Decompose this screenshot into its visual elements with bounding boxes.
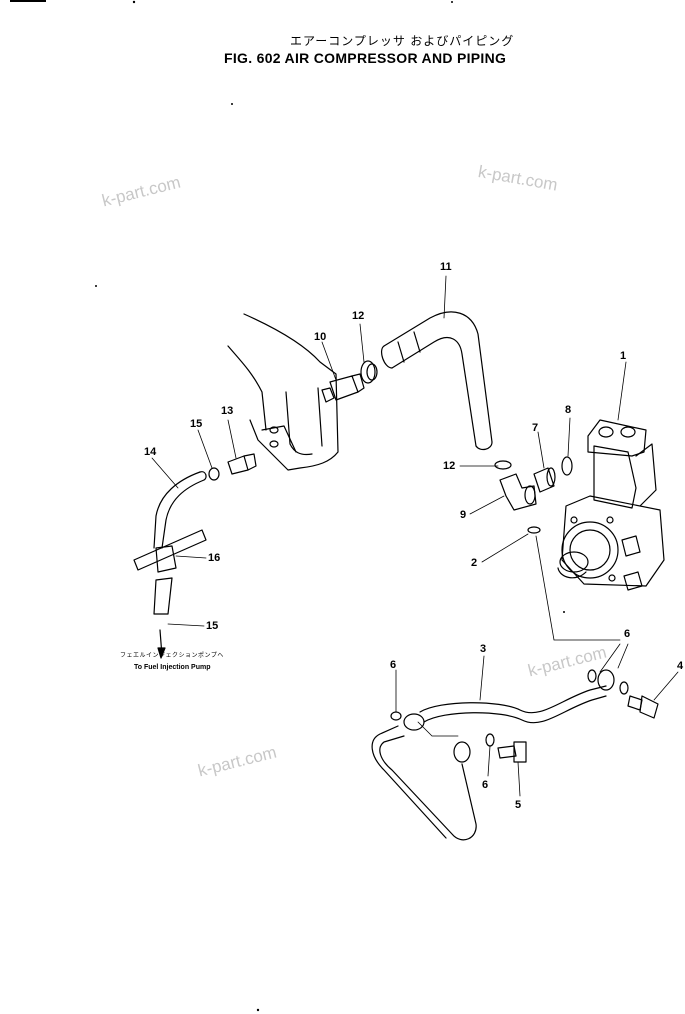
callout-15: 15 bbox=[206, 620, 219, 632]
scan-specks bbox=[95, 0, 565, 1012]
washer-6-right-a bbox=[587, 669, 597, 683]
clamp-12-upper bbox=[360, 360, 378, 384]
callout-12: 12 bbox=[352, 310, 365, 322]
bolt-5 bbox=[497, 741, 527, 763]
tube-14 bbox=[153, 471, 207, 549]
destination-label: To Fuel Injection Pump bbox=[134, 664, 211, 671]
callout-15: 15 bbox=[190, 418, 203, 430]
figure-title: FIG. 602 AIR COMPRESSOR AND PIPING bbox=[224, 50, 507, 66]
elbow-9 bbox=[499, 473, 537, 511]
callout-8: 8 bbox=[565, 404, 572, 416]
callout-1: 1 bbox=[620, 350, 627, 362]
connector-13 bbox=[227, 453, 257, 475]
callout-9: 9 bbox=[460, 509, 467, 521]
callout-6: 6 bbox=[482, 779, 489, 791]
callout-16: 16 bbox=[208, 552, 221, 564]
arrow-head bbox=[157, 647, 166, 659]
washer-6-left bbox=[390, 711, 402, 721]
clamp-12-lower bbox=[494, 460, 512, 470]
callout-12: 12 bbox=[443, 460, 456, 472]
callout-6: 6 bbox=[624, 628, 631, 640]
page-corner-mark bbox=[10, 0, 46, 2]
bolt-4 bbox=[627, 695, 659, 719]
callout-5: 5 bbox=[515, 799, 522, 811]
callout-13: 13 bbox=[221, 405, 234, 417]
callout-10: 10 bbox=[314, 331, 327, 343]
washer-8 bbox=[561, 456, 573, 476]
callout-3: 3 bbox=[480, 643, 487, 655]
callout-7: 7 bbox=[532, 422, 539, 434]
clamp-15-upper bbox=[208, 467, 220, 481]
callout-6: 6 bbox=[390, 659, 397, 671]
callout-4: 4 bbox=[677, 660, 684, 672]
figure-title-japanese: エアーコンプレッサ およびパイピング bbox=[290, 34, 515, 48]
air-compressor-1 bbox=[557, 419, 665, 591]
washer-6-mid bbox=[485, 733, 495, 747]
hose-11 bbox=[380, 311, 493, 451]
callout-2: 2 bbox=[471, 557, 478, 569]
pin-2 bbox=[527, 526, 541, 534]
fitting-7 bbox=[533, 467, 556, 493]
leader-lines bbox=[151, 275, 679, 797]
intake-manifold bbox=[227, 313, 339, 471]
washer-6-right-b bbox=[619, 681, 629, 695]
tee-16 bbox=[133, 529, 207, 615]
adapter-10 bbox=[321, 373, 365, 403]
callout-11: 11 bbox=[440, 261, 452, 273]
destination-label-japanese: フェエルインジェクションポンプへ bbox=[120, 653, 224, 659]
pipe-3 bbox=[371, 669, 615, 841]
callout-14: 14 bbox=[144, 446, 157, 458]
